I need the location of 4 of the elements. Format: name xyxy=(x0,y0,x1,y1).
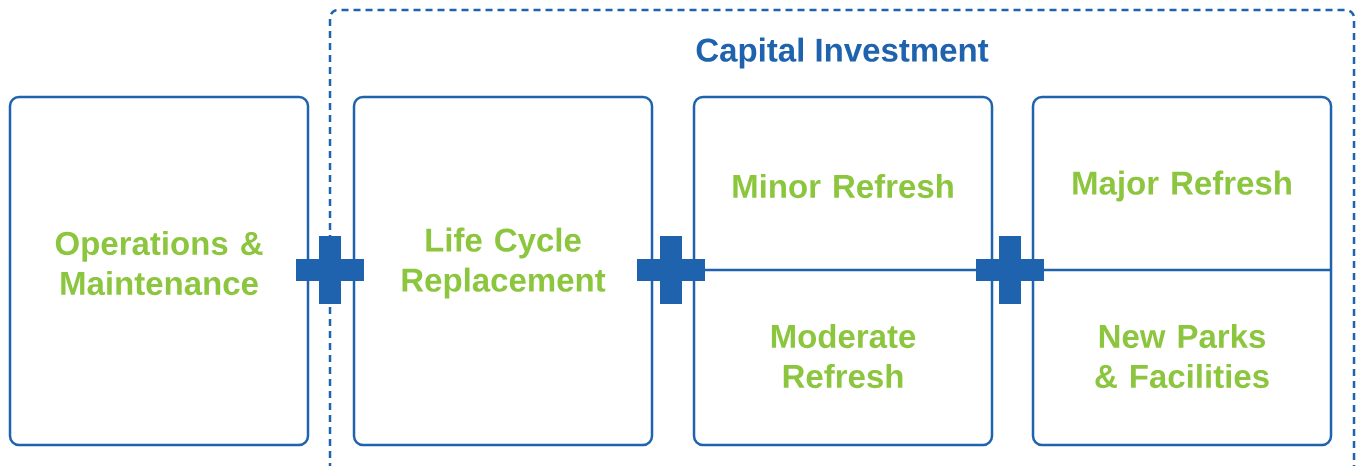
category-box: Life Cycle Replacement xyxy=(352,95,654,447)
category-box: Operations & Maintenance xyxy=(8,95,310,447)
split-box: Minor Refresh Moderate Refresh xyxy=(692,95,994,447)
split-box: Major Refresh New Parks & Facilities xyxy=(1031,95,1333,447)
